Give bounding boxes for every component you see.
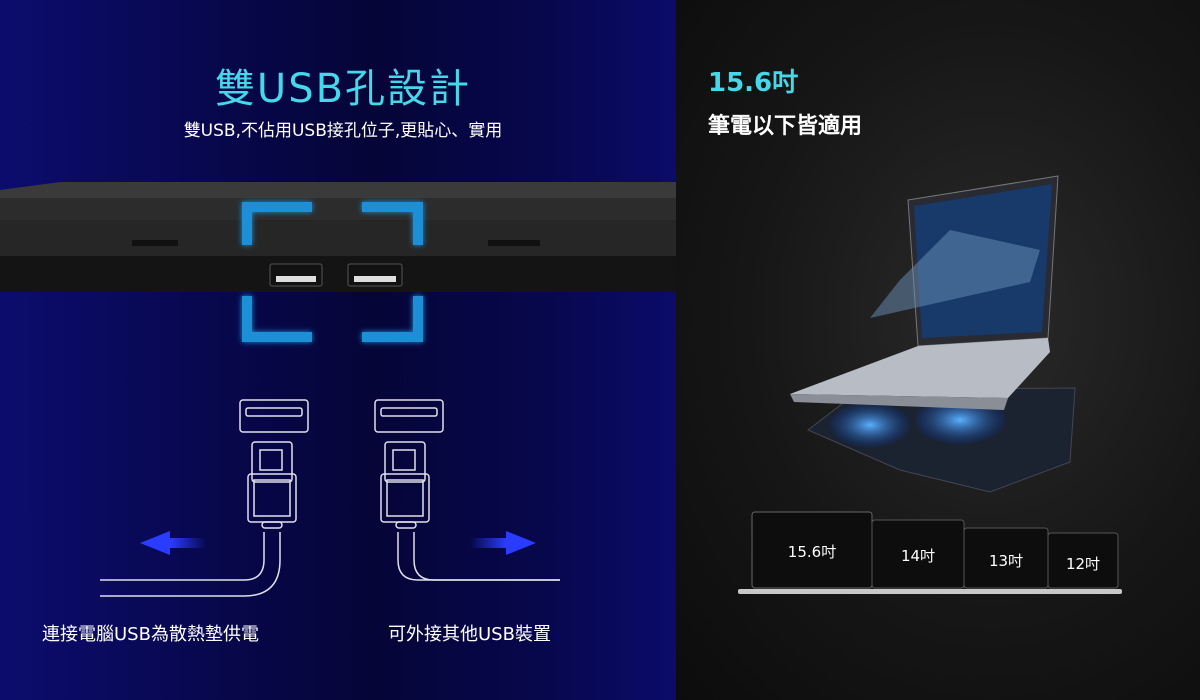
size-label-15-6: 15.6吋 [787, 543, 837, 561]
usb-feature-panel [0, 0, 676, 700]
page-title: 雙USB孔設計 [214, 66, 472, 112]
size-label-13: 13吋 [988, 552, 1024, 570]
laptop-size-comparison [738, 511, 1122, 594]
usb-port-2 [347, 263, 403, 287]
max-size-heading: 15.6吋 [708, 68, 799, 98]
laptop-illustration [790, 175, 1076, 493]
cooling-pad-side [0, 182, 676, 292]
label-power-from-pc: 連接電腦USB為散熱墊供電 [42, 624, 259, 645]
usb-port-1 [269, 263, 323, 287]
subtitle: 雙USB,不佔用USB接孔位子,更貼心、實用 [183, 121, 503, 141]
arrow-right-icon [470, 531, 536, 555]
focus-bracket-icon [242, 202, 423, 342]
usb-connector-icon [100, 399, 560, 597]
arrow-left-icon [140, 531, 206, 555]
size-label-12: 12吋 [1065, 555, 1101, 573]
size-label-14: 14吋 [900, 547, 936, 565]
label-external-device: 可外接其他USB裝置 [388, 624, 551, 645]
compat-text: 筆電以下皆適用 [708, 114, 863, 139]
